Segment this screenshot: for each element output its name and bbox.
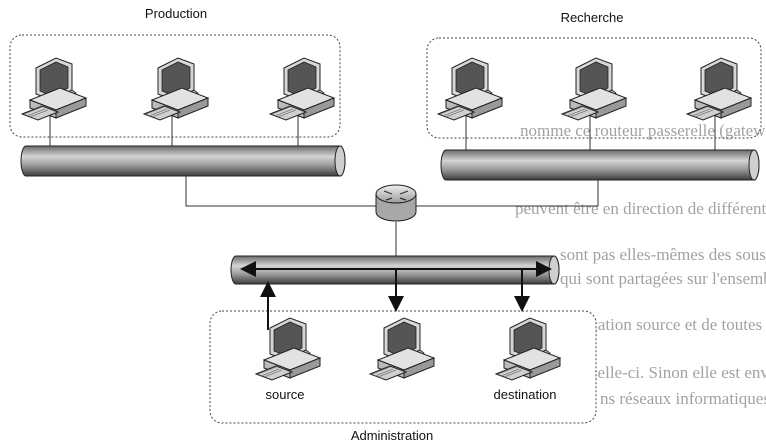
administration-label: Administration: [351, 428, 433, 442]
computer-icon: [144, 58, 208, 120]
computer-icon: [270, 58, 334, 120]
computer-icon: [687, 58, 751, 120]
bg-line: sont pas elles-mêmes des sous-réseaux. L…: [560, 245, 766, 264]
recherche-bus: [441, 150, 759, 180]
bg-line: qui sont partagées sur l'ensemble des st…: [560, 269, 766, 288]
source-label: source: [265, 387, 304, 402]
bg-line: nomme ce routeur passerelle (gateway). L…: [520, 121, 766, 140]
destination-label: destination: [494, 387, 557, 402]
recherche-label: Recherche: [561, 10, 624, 25]
production-bus: [21, 146, 345, 176]
bg-line: la station source et de toutes les stati…: [570, 315, 766, 334]
computer-icon: [562, 58, 626, 120]
production-label: Production: [145, 6, 207, 21]
bg-line: ns réseaux informatiques : Les normes IE…: [600, 389, 766, 408]
bg-line: peuvent être en direction de différents …: [515, 199, 766, 218]
computer-icon: [22, 58, 86, 120]
router-icon: [376, 185, 416, 221]
computer-icon: [438, 58, 502, 120]
bg-line: celle-ci. Sinon elle est envoyée au rout…: [590, 363, 766, 382]
